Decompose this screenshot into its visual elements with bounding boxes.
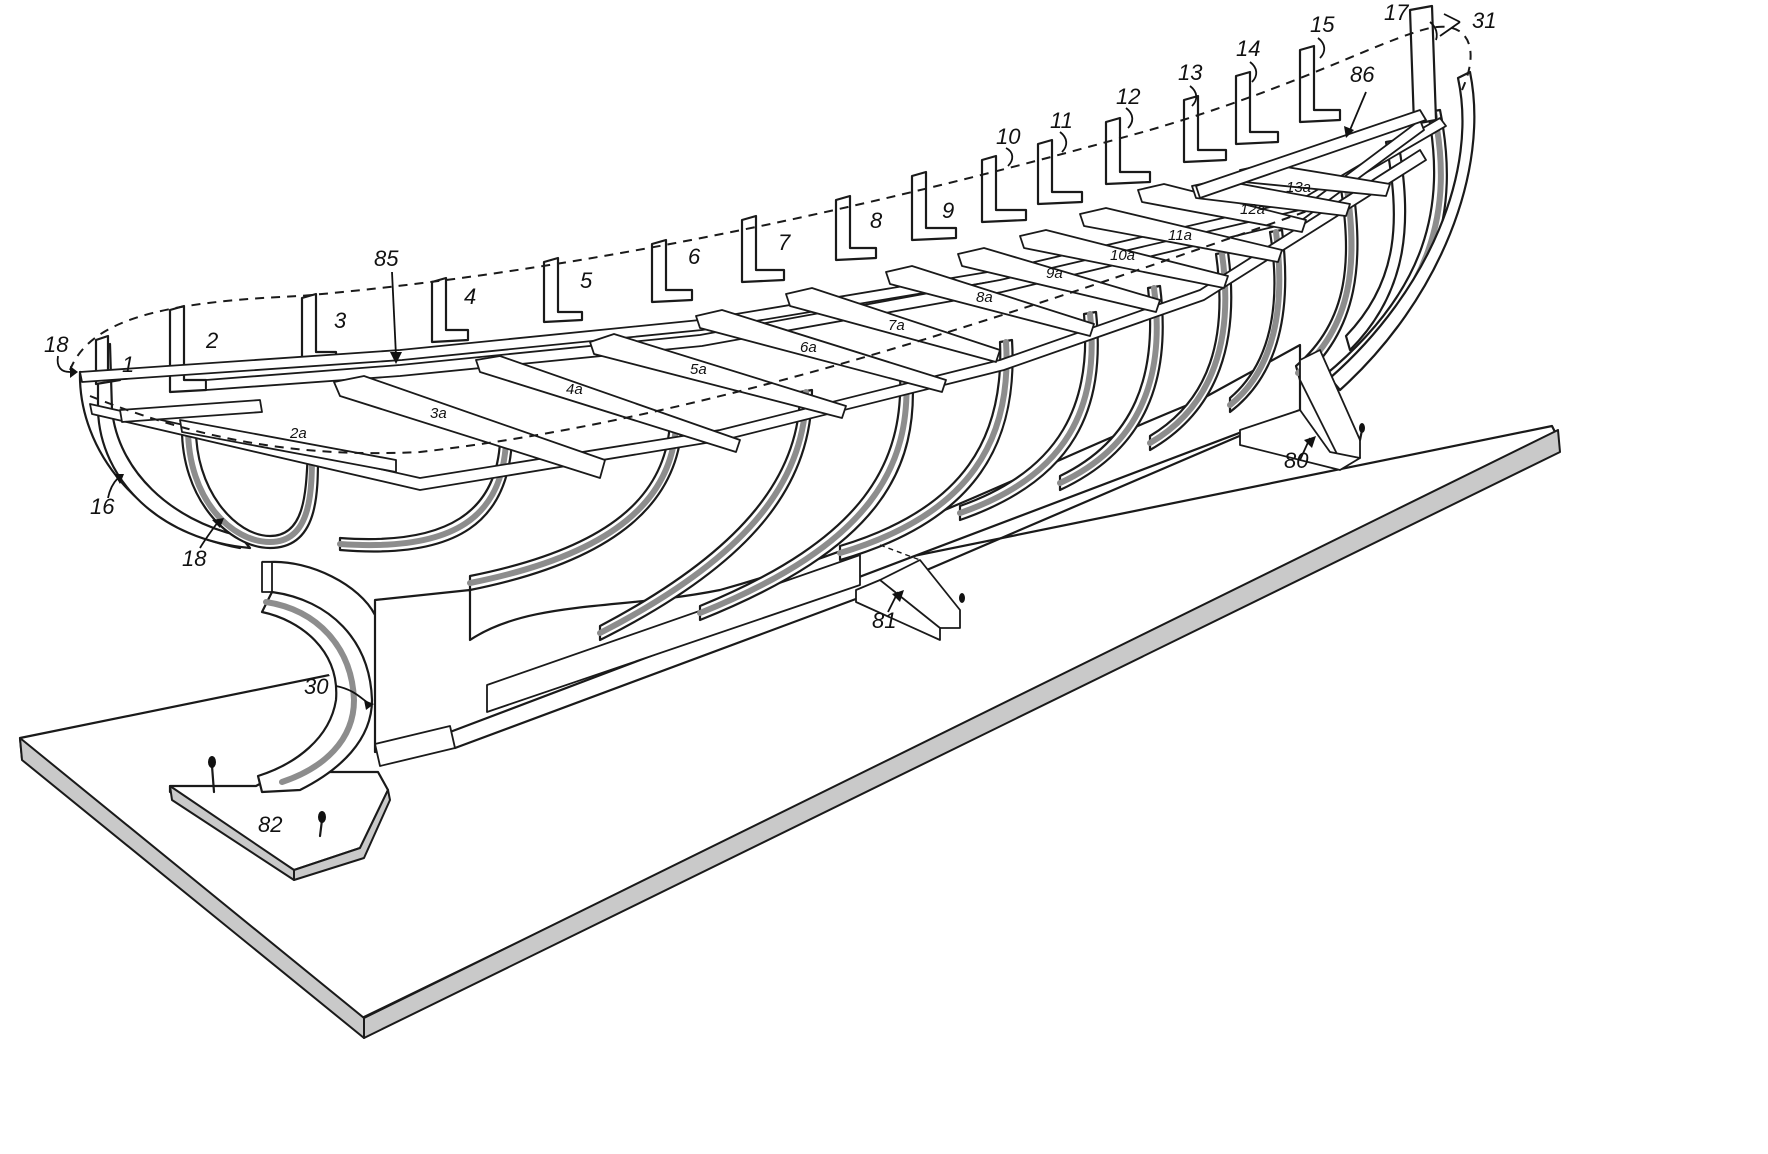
base-plate [168,756,391,881]
label-85: 85 [374,246,399,271]
frame-number-labels: 1 2 3 4 5 6 7 8 9 10 11 12 13 14 15 [122,12,1335,377]
label-crosspiece-9a: 9a [1046,265,1063,282]
stand-middle [855,544,965,641]
leader-arrows [56,13,1461,710]
label-crosspiece-12a: 12a [1240,201,1265,218]
label-frame-9: 9 [942,198,954,223]
label-frame-12: 12 [1116,84,1140,109]
label-frame-8: 8 [870,208,883,233]
label-31: 31 [1472,8,1496,33]
label-frame-5: 5 [580,268,593,293]
label-crosspiece-2a: 2a [289,425,307,442]
hull-center-dashed [89,209,1311,455]
hull-outline-dashed [69,25,1472,371]
label-crosspiece-5a: 5a [690,361,707,378]
label-frame-6: 6 [688,244,701,269]
label-18-stern: 18 [44,332,69,357]
label-crosspiece-3a: 3a [430,405,447,422]
label-crosspiece-10a: 10a [1110,247,1135,264]
label-frame-4: 4 [464,284,476,309]
label-81: 81 [872,608,896,633]
crosspiece-labels: 2a 3a 4a 5a 6a 7a 8a 9a 10a 11a 12a 13a [289,179,1311,442]
crosspieces [119,109,1427,479]
label-crosspiece-4a: 4a [566,381,583,398]
label-crosspiece-11a: 11a [1168,227,1192,244]
label-crosspiece-8a: 8a [976,289,993,306]
base-board [18,424,1561,1039]
label-86: 86 [1350,62,1375,87]
label-frame-11: 11 [1050,108,1073,133]
label-frame-2: 2 [205,328,218,353]
label-crosspiece-13a: 13a [1286,179,1311,196]
label-crosspiece-6a: 6a [800,339,817,356]
label-80: 80 [1284,448,1309,473]
label-frame-15: 15 [1310,12,1335,37]
label-frame-3: 3 [334,308,347,333]
label-crosspiece-7a: 7a [888,317,905,334]
stern-post [256,590,374,794]
label-frame-7: 7 [778,230,791,255]
label-30: 30 [304,674,329,699]
label-18-lower: 18 [182,546,207,571]
label-frame-13: 13 [1178,60,1203,85]
label-frame-14: 14 [1236,36,1260,61]
label-frame-10: 10 [996,124,1021,149]
label-17: 17 [1384,0,1409,25]
label-82: 82 [258,812,282,837]
stand-front [1239,349,1365,471]
part-labels: 18 18 16 17 31 85 86 80 81 82 30 [44,0,1496,837]
label-16: 16 [90,494,115,519]
label-frame-1: 1 [122,352,134,377]
